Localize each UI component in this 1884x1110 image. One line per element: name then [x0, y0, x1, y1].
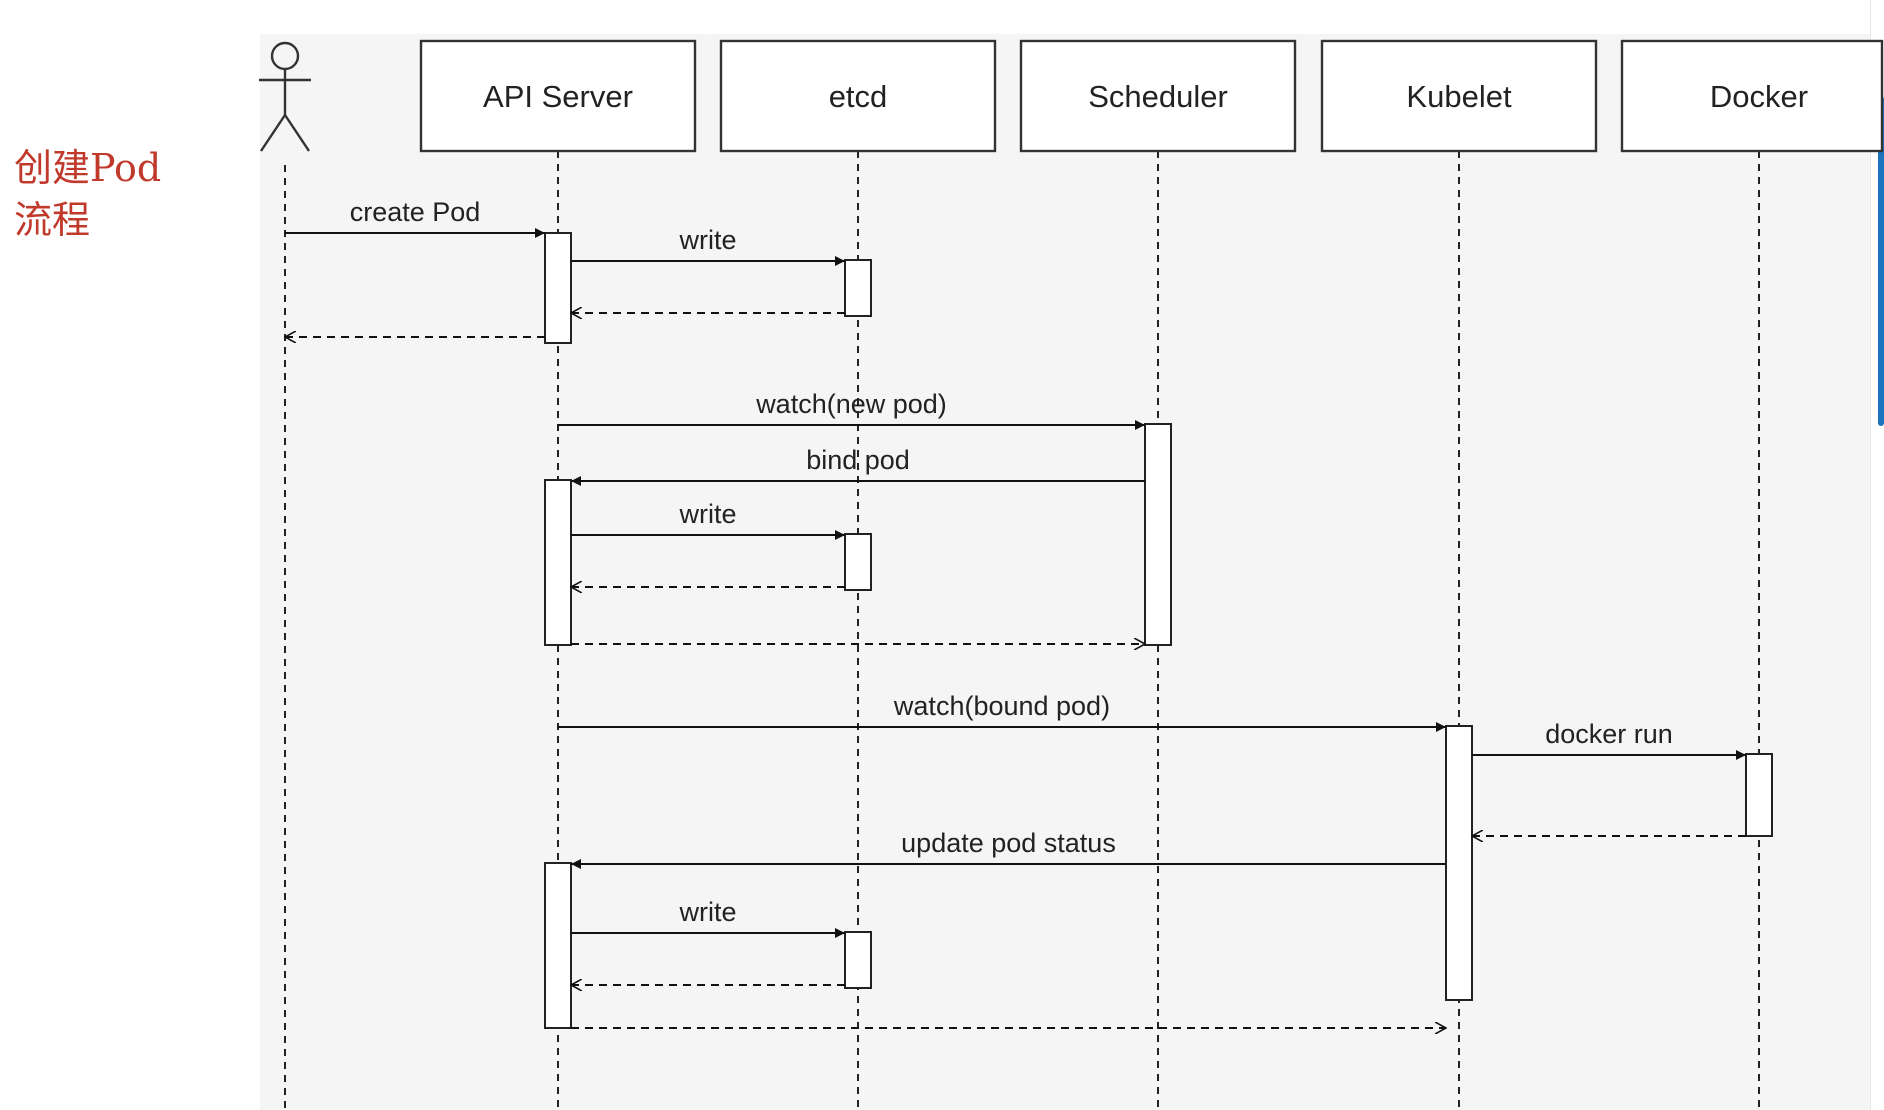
message-label: write: [678, 225, 736, 255]
message-label: bind pod: [806, 445, 910, 475]
participant-label-docker: Docker: [1710, 79, 1808, 114]
participant-label-api: API Server: [483, 79, 633, 114]
activation-bar-docker: [1745, 753, 1773, 837]
right-accent-bar: [1878, 96, 1884, 426]
actor-user-icon: [259, 41, 311, 152]
message-label: write: [678, 499, 736, 529]
sequence-diagram-background: [260, 34, 1870, 1110]
participant-box-sched: [1019, 39, 1297, 153]
message-label: watch(bound pod): [893, 691, 1110, 721]
activation-bar-etcd: [844, 259, 872, 317]
activation-bar-api: [544, 479, 572, 646]
participant-box-api: [419, 39, 697, 153]
participant-box-docker: [1620, 39, 1884, 153]
message-label: write: [678, 897, 736, 927]
message-label: update pod status: [901, 828, 1116, 858]
message-label: watch(new pod): [755, 389, 947, 419]
activation-bar-api: [544, 232, 572, 344]
participant-label-etcd: etcd: [829, 79, 888, 114]
message-label: docker run: [1545, 719, 1673, 749]
activation-bar-kubelet: [1445, 725, 1473, 1001]
participant-box-etcd: [719, 39, 997, 153]
activation-bar-api: [544, 862, 572, 1029]
activation-bar-etcd: [844, 533, 872, 591]
side-title: 创建Pod 流程: [14, 146, 162, 242]
participant-box-kubelet: [1320, 39, 1598, 153]
participant-label-sched: Scheduler: [1088, 79, 1228, 114]
activation-bar-etcd: [844, 931, 872, 989]
participant-label-kubelet: Kubelet: [1406, 79, 1512, 114]
message-label: create Pod: [350, 197, 481, 227]
activation-bar-sched: [1144, 423, 1172, 646]
